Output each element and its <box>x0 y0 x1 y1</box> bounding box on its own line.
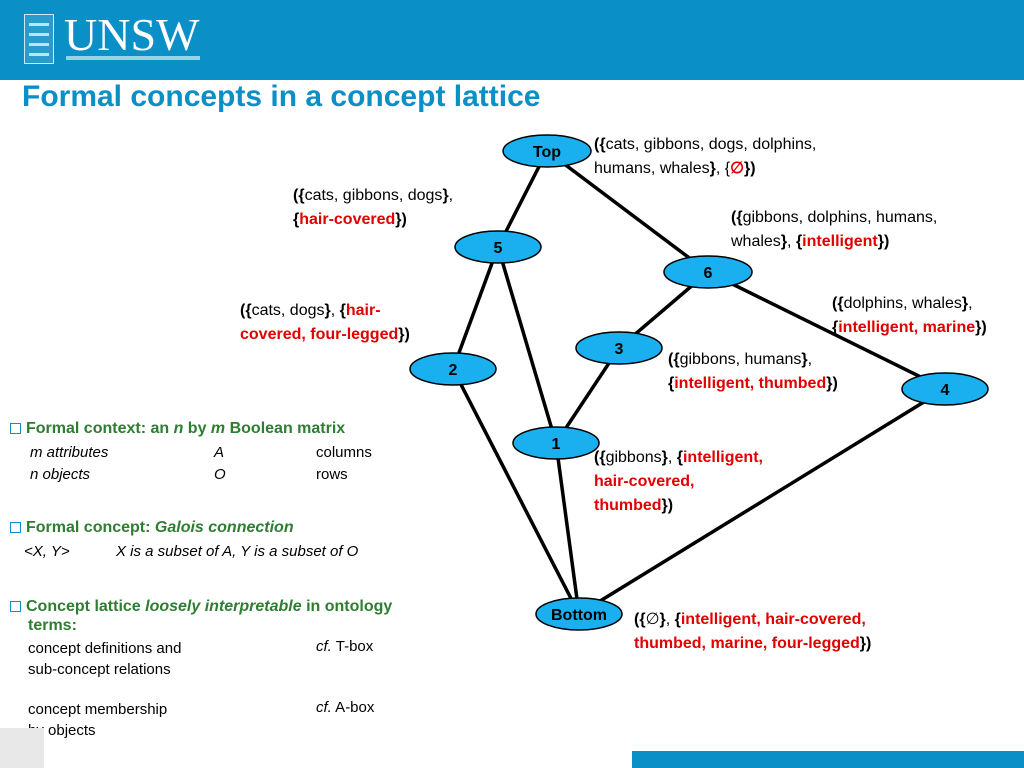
context-row-2-c1: n objects <box>30 466 91 483</box>
context-row-1-c3: columns <box>316 444 372 461</box>
bullet-square-icon <box>10 522 21 533</box>
bullet-square-icon <box>10 423 21 434</box>
footer-bar <box>632 751 1024 768</box>
node-label-bottom: Bottom <box>551 607 607 624</box>
concept-description: X is a subset of A, Y is a subset of O <box>116 543 359 560</box>
annotation-1: ({gibbons}, {intelligent, hair-covered, … <box>594 449 763 514</box>
node-label-n2: 2 <box>449 362 458 379</box>
node-n6: 6 <box>663 255 753 289</box>
slide-title: Formal concepts in a concept lattice <box>22 80 541 113</box>
annotation-bottom: ({∅}, {intelligent, hair-covered, thumbe… <box>634 611 872 652</box>
edge-n5-n1 <box>496 246 558 444</box>
node-bottom: Bottom <box>535 597 623 631</box>
bullet-square-icon <box>10 601 21 612</box>
context-row-2-c3: rows <box>316 466 348 483</box>
bullet-formal-context: Formal context: an n by m Boolean matrix <box>10 420 345 438</box>
unsw-logo-subtitle <box>66 56 200 60</box>
annotation-4: ({dolphins, whales}, {intelligent, marin… <box>832 295 987 336</box>
concept-pair: <X, Y> <box>24 543 70 560</box>
lattice-row-1-tbox: cf. T-box <box>316 638 374 655</box>
context-row-2-c2: O <box>214 466 226 483</box>
unsw-logo-text: UNSW <box>64 9 200 60</box>
lattice-row-2-abox: cf. A-box <box>316 699 375 716</box>
edge-top-n6 <box>545 149 710 274</box>
corner-block <box>0 728 44 768</box>
node-n4: 4 <box>901 372 989 406</box>
node-label-top: Top <box>533 144 561 161</box>
edge-n4-bottom <box>578 387 946 616</box>
edge-n2-bottom <box>451 368 581 615</box>
annotation-6: ({gibbons, dolphins, humans, whales}, {i… <box>731 209 938 250</box>
node-top: Top <box>502 134 592 168</box>
node-n2: 2 <box>409 352 497 386</box>
annotation-2: ({cats, dogs}, {hair- covered, four-legg… <box>240 302 410 343</box>
annotation-3: ({gibbons, humans}, {intelligent, thumbe… <box>668 351 838 392</box>
context-row-1-c2: A <box>214 444 225 461</box>
annotation-top: ({cats, gibbons, dogs, dolphins, humans,… <box>594 136 817 177</box>
edge-n5-n2 <box>451 246 500 370</box>
bullet-formal-concept: Formal concept: Galois connection <box>10 519 294 537</box>
header-bar: UNSW <box>0 0 1024 80</box>
node-label-n5: 5 <box>494 240 503 257</box>
node-n3: 3 <box>575 331 663 365</box>
unsw-crest-icon <box>24 14 54 64</box>
node-label-n1: 1 <box>552 436 561 453</box>
bullet-concept-lattice: Concept lattice loosely interpretable in… <box>10 597 392 635</box>
context-row-1-c1: m attributes <box>30 444 109 461</box>
node-label-n6: 6 <box>704 265 713 282</box>
node-n5: 5 <box>454 230 542 264</box>
edge-n6-n4 <box>707 270 946 391</box>
node-n1: 1 <box>512 426 600 460</box>
edge-n1-bottom <box>554 442 581 615</box>
node-label-n3: 3 <box>615 341 624 358</box>
annotation-5: ({cats, gibbons, dogs}, {hair-covered}) <box>293 187 454 228</box>
node-label-n4: 4 <box>941 382 950 399</box>
